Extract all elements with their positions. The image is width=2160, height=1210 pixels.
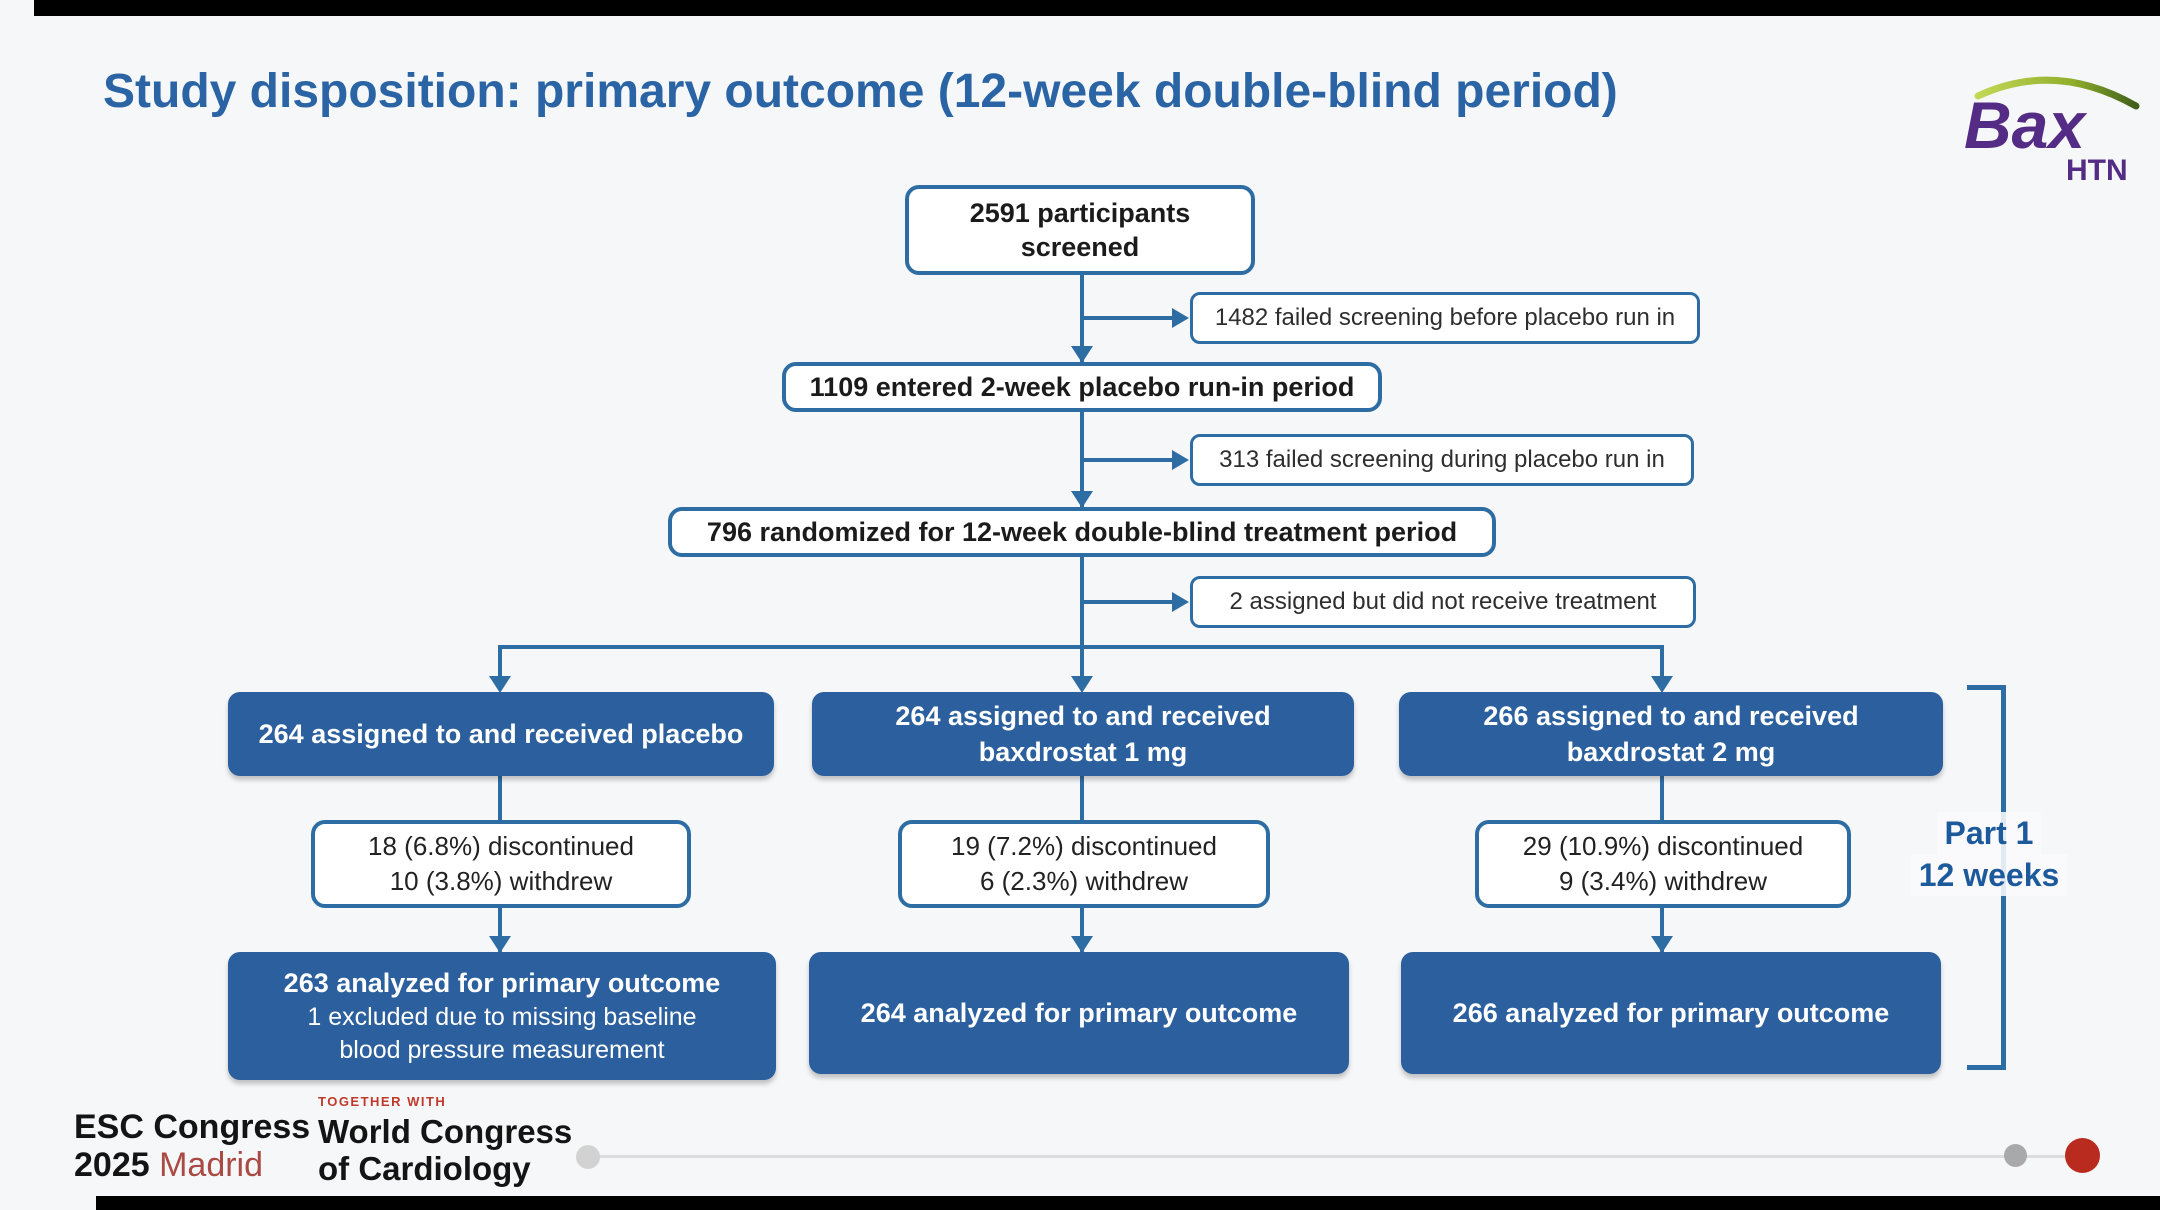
- disc-baxdrostat2-box: 29 (10.9%) discontinued 9 (3.4%) withdre…: [1475, 820, 1851, 908]
- esc-congress-line2: 2025 Madrid: [74, 1146, 310, 1184]
- analyzed-placebo-box: 263 analyzed for primary outcome 1 exclu…: [228, 952, 776, 1080]
- part1-bracket-bottom: [1967, 1065, 2006, 1070]
- exclusion-no-treatment-box: 2 assigned but did not receive treatment: [1190, 576, 1696, 628]
- arrowhead-right-icon: [1172, 450, 1189, 470]
- page-title: Study disposition: primary outcome (12-w…: [103, 65, 1618, 118]
- connector-distribution: [498, 645, 1664, 649]
- part1-label: Part 1 12 weeks: [1898, 812, 2080, 896]
- arrowhead-down-icon: [1071, 346, 1093, 363]
- analyzed-placebo-note: 1 excluded due to missing baseline blood…: [307, 1003, 697, 1064]
- exclusion-no-treatment-text: 2 assigned but did not receive treatment: [1229, 588, 1657, 615]
- analyzed-baxdrostat2-box: 266 analyzed for primary outcome: [1401, 952, 1941, 1074]
- connector-arm3-to-disc: [1660, 776, 1664, 820]
- analyzed-placebo-text: 263 analyzed for primary outcome: [283, 968, 721, 998]
- screened-box: 2591 participants screened: [905, 185, 1255, 275]
- exclusion-before-runin-box: 1482 failed screening before placebo run…: [1190, 292, 1700, 344]
- analyzed-baxdrostat1-box: 264 analyzed for primary outcome: [809, 952, 1349, 1074]
- arrowhead-down-icon: [1651, 676, 1673, 693]
- part1-bracket-top: [1967, 685, 2006, 690]
- arrowhead-down-icon: [489, 676, 511, 693]
- bax-htn-logo: Bax HTN: [1950, 48, 2160, 188]
- arrowhead-right-icon: [1172, 592, 1189, 612]
- progress-marker-dot[interactable]: [2004, 1144, 2027, 1167]
- progress-start-dot[interactable]: [576, 1145, 600, 1169]
- esc-congress-logo: ESC Congress 2025 Madrid: [74, 1108, 310, 1184]
- exclusion-during-runin-box: 313 failed screening during placebo run …: [1190, 434, 1694, 486]
- progress-track[interactable]: [588, 1155, 2082, 1158]
- analyzed-baxdrostat1-text: 264 analyzed for primary outcome: [860, 998, 1298, 1028]
- connector-randomized-to-split: [1080, 557, 1084, 678]
- arrowhead-down-icon: [489, 936, 511, 953]
- randomized-text: 796 randomized for 12-week double-blind …: [706, 517, 1458, 547]
- connector-exclusion2: [1082, 458, 1174, 462]
- analyzed-baxdrostat2-text: 266 analyzed for primary outcome: [1452, 998, 1890, 1028]
- arm-baxdrostat2-box: 266 assigned to and received baxdrostat …: [1399, 692, 1943, 776]
- runin-box: 1109 entered 2-week placebo run-in perio…: [782, 362, 1382, 412]
- disc-placebo-line2: 10 (3.8%) withdrew: [389, 866, 613, 896]
- disc-placebo-box: 18 (6.8%) discontinued 10 (3.8%) withdre…: [311, 820, 691, 908]
- disc-baxdrostat2-line2: 9 (3.4%) withdrew: [1558, 866, 1768, 896]
- randomized-box: 796 randomized for 12-week double-blind …: [668, 507, 1496, 557]
- part1-label-line2: 12 weeks: [1910, 854, 2068, 896]
- connector-drop-left: [498, 645, 502, 678]
- connector-exclusion3: [1082, 600, 1174, 604]
- arm-placebo-text: 264 assigned to and received placebo: [258, 719, 744, 749]
- together-with-label: TOGETHER WITH: [318, 1094, 447, 1109]
- wcc-line1: World Congress: [318, 1113, 573, 1150]
- letterbox-bottom: [96, 1196, 2160, 1210]
- esc-congress-line1: ESC Congress: [74, 1108, 311, 1146]
- exclusion-before-runin-text: 1482 failed screening before placebo run…: [1214, 304, 1676, 331]
- screened-line1: 2591 participants: [969, 198, 1191, 228]
- bax-swoosh-icon: Bax HTN: [1964, 76, 2140, 187]
- connector-exclusion1: [1082, 316, 1174, 320]
- logo-brand-text: Bax: [1964, 88, 2087, 162]
- logo-subtitle-text: HTN: [2066, 154, 2128, 187]
- arrowhead-right-icon: [1172, 308, 1189, 328]
- world-congress-logo: TOGETHER WITH World Congress of Cardiolo…: [318, 1094, 572, 1187]
- arm-baxdrostat1-line2: baxdrostat 1 mg: [978, 737, 1188, 767]
- disc-baxdrostat2-line1: 29 (10.9%) discontinued: [1522, 831, 1804, 861]
- letterbox-top: [34, 0, 2160, 16]
- disc-placebo-line1: 18 (6.8%) discontinued: [368, 831, 634, 861]
- connector-disc1-to-analyzed: [498, 908, 502, 952]
- connector-drop-right: [1660, 645, 1664, 678]
- arm-baxdrostat2-line2: baxdrostat 2 mg: [1566, 737, 1776, 767]
- arrowhead-down-icon: [1071, 491, 1093, 508]
- runin-text: 1109 entered 2-week placebo run-in perio…: [809, 372, 1355, 402]
- part1-label-line1: Part 1: [1936, 812, 2042, 854]
- disc-baxdrostat1-line1: 19 (7.2%) discontinued: [951, 831, 1217, 861]
- connector-arm1-to-disc: [498, 776, 502, 820]
- screened-line2: screened: [1020, 232, 1140, 262]
- arrowhead-down-icon: [1651, 936, 1673, 953]
- connector-arm2-to-disc: [1080, 776, 1084, 820]
- arm-placebo-box: 264 assigned to and received placebo: [228, 692, 774, 776]
- exclusion-during-runin-text: 313 failed screening during placebo run …: [1219, 446, 1665, 473]
- arm-baxdrostat1-line1: 264 assigned to and received: [895, 701, 1271, 731]
- arm-baxdrostat1-box: 264 assigned to and received baxdrostat …: [812, 692, 1354, 776]
- connector-disc2-to-analyzed: [1080, 908, 1084, 952]
- arrowhead-down-icon: [1071, 676, 1093, 693]
- arm-baxdrostat2-line1: 266 assigned to and received: [1483, 701, 1859, 731]
- connector-disc3-to-analyzed: [1660, 908, 1664, 952]
- esc-city: Madrid: [159, 1146, 264, 1184]
- disc-baxdrostat1-line2: 6 (2.3%) withdrew: [979, 866, 1189, 896]
- wcc-line2: of Cardiology: [318, 1150, 531, 1187]
- esc-year: 2025: [74, 1146, 150, 1184]
- disc-baxdrostat1-box: 19 (7.2%) discontinued 6 (2.3%) withdrew: [898, 820, 1270, 908]
- playhead-dot[interactable]: [2065, 1138, 2100, 1173]
- arrowhead-down-icon: [1071, 936, 1093, 953]
